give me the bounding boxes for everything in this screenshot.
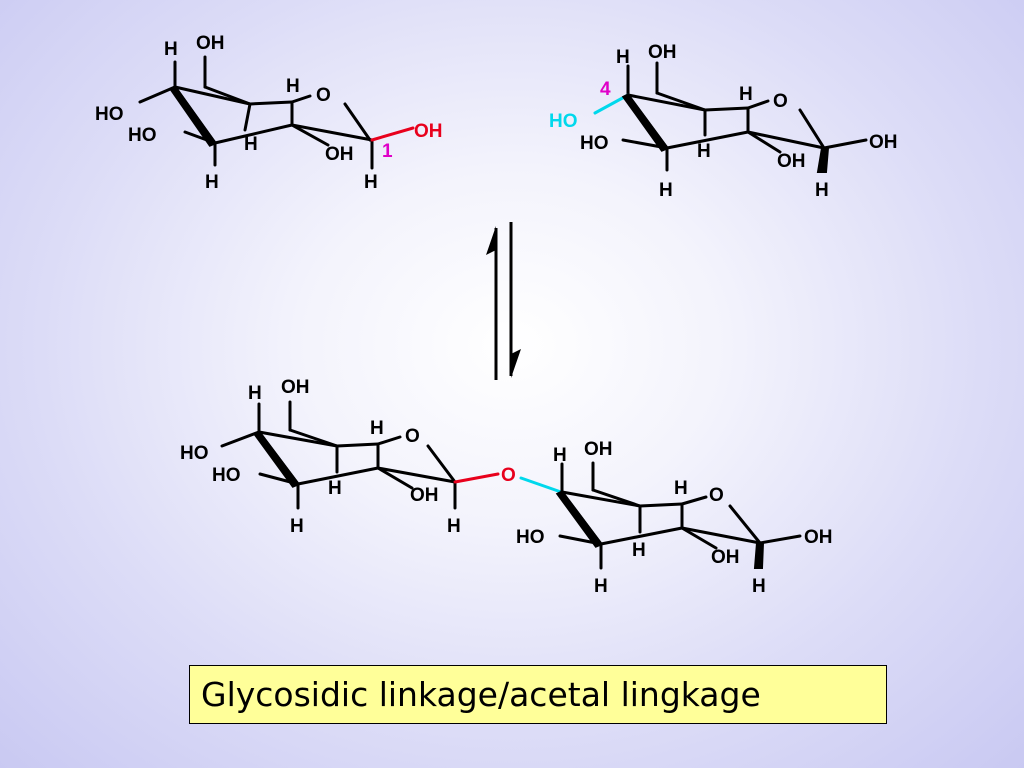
atom-label-oh: OH [711, 547, 740, 568]
anomeric-oh-label: OH [414, 121, 443, 142]
atom-label-ho: HO [95, 104, 124, 125]
carbon-number-1: 1 [382, 141, 393, 162]
ring-oxygen-label: O [405, 426, 420, 447]
atom-label-oh: OH [648, 42, 677, 63]
atom-label-ho: HO [128, 125, 157, 146]
atom-label-h: H [674, 478, 688, 499]
atom-label-h: H [594, 576, 608, 597]
atom-label-h: H [815, 180, 829, 201]
atom-label-h: H [370, 418, 384, 439]
glycosidic-bond-c4 [519, 476, 563, 494]
carbon-number-4: 4 [600, 79, 611, 100]
atom-label-h: H [553, 445, 567, 466]
atom-label-ho: HO [580, 133, 609, 154]
atom-label-h: H [286, 76, 300, 97]
atom-label-ho: HO [516, 527, 545, 548]
atom-label-oh: OH [325, 144, 354, 165]
atom-label-ho: HO [180, 443, 209, 464]
atom-label-h: H [205, 172, 219, 193]
atom-label-h: H [697, 141, 711, 162]
atom-label-oh: OH [584, 439, 613, 460]
c4-hydroxyl-label: HO [549, 111, 578, 132]
glucose-molecule-left [138, 55, 415, 170]
disaccharide-right-unit-labels: H OH H O HO H OH OH H H [516, 439, 833, 597]
caption-box: Glycosidic linkage/acetal lingkage [189, 665, 887, 724]
atom-label-oh: OH [804, 527, 833, 548]
atom-label-h: H [739, 84, 753, 105]
atom-label-h: H [248, 383, 262, 404]
atom-label-oh: OH [410, 485, 439, 506]
caption-text: Glycosidic linkage/acetal lingkage [201, 675, 761, 714]
reverse-arrow-head [511, 349, 521, 378]
atom-label-h: H [659, 180, 673, 201]
atom-label-h: H [447, 516, 461, 537]
ring-oxygen-label: O [773, 91, 788, 112]
atom-label-oh: OH [869, 132, 898, 153]
atom-label-h: H [164, 39, 178, 60]
equilibrium-arrows [486, 222, 521, 380]
atom-label-ho: HO [212, 465, 241, 486]
disaccharide-left-unit [220, 400, 500, 510]
disaccharide-left-unit-labels: H OH H O HO HO H OH H H [180, 377, 461, 537]
atom-label-oh: OH [281, 377, 310, 398]
ring-oxygen-label: O [709, 485, 724, 506]
glycosidic-oxygen-label: O [501, 465, 516, 486]
atom-label-h: H [290, 516, 304, 537]
atom-label-h: H [752, 576, 766, 597]
atom-label-h: H [244, 134, 258, 155]
disaccharide-right-unit [555, 461, 802, 570]
glucose-molecule-right [593, 61, 868, 173]
atom-label-h: H [632, 540, 646, 561]
atom-label-oh: OH [777, 151, 806, 172]
glucose-molecule-left-labels: H OH H O HO HO H OH 1 OH H H [95, 33, 443, 193]
atom-label-oh: OH [196, 33, 225, 54]
atom-label-h: H [364, 172, 378, 193]
atom-label-h: H [616, 47, 630, 68]
atom-label-h: H [328, 478, 342, 499]
forward-arrow-head [486, 226, 496, 255]
glucose-molecule-right-labels: H OH 4 H O HO HO H OH OH H H [549, 42, 898, 201]
ring-oxygen-label: O [316, 85, 331, 106]
